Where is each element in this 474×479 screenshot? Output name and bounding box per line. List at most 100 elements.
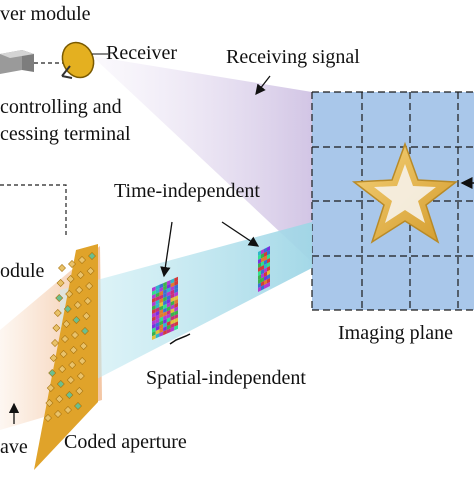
pattern-cell <box>261 249 264 255</box>
pattern-cell <box>267 246 270 252</box>
imaging-plane-label: Imaging plane <box>338 322 453 344</box>
pattern-cell <box>261 257 264 263</box>
aperture-element <box>79 342 88 350</box>
aperture-element <box>69 346 78 354</box>
pattern-cell <box>155 321 160 328</box>
aperture-element <box>56 279 65 287</box>
aperture-element <box>82 312 91 320</box>
pattern-cell <box>159 312 164 319</box>
coded-aperture-panel <box>34 244 98 470</box>
aperture-element <box>66 376 75 384</box>
pattern-cell <box>258 282 261 288</box>
aperture-element <box>58 264 66 272</box>
pattern-cell <box>159 309 164 315</box>
pattern-cell <box>174 313 178 320</box>
pattern-cell <box>152 316 156 322</box>
pattern-cell <box>155 288 160 294</box>
pattern-cell <box>174 295 178 301</box>
aperture-element <box>45 399 54 407</box>
aperture-element <box>52 324 61 332</box>
pattern-cell <box>258 266 261 272</box>
transmit-beam-cyan <box>60 222 312 398</box>
aperture-element <box>78 256 86 264</box>
time-arrow-left <box>160 221 173 278</box>
pattern-cell <box>155 284 160 291</box>
pattern-cell <box>261 253 264 259</box>
dish-antenna-icon <box>61 41 95 79</box>
pattern-cell <box>261 285 264 291</box>
pattern-cell <box>174 325 178 331</box>
aperture-element <box>59 350 68 358</box>
pattern-cell <box>155 299 160 305</box>
aperture-element <box>56 380 65 388</box>
aperture-element <box>88 252 96 260</box>
pattern-cell <box>258 254 261 260</box>
pattern-cell <box>152 323 156 329</box>
aperture-element <box>86 267 95 275</box>
pattern-cell <box>159 283 164 289</box>
pattern-cell <box>264 279 267 285</box>
pattern-cell <box>261 281 264 287</box>
pattern-cell <box>152 334 156 340</box>
pattern-cell <box>152 327 156 333</box>
pattern-cell <box>264 275 267 281</box>
pattern-cell <box>166 283 171 290</box>
pattern-cell <box>166 320 171 327</box>
aperture-element <box>76 271 85 279</box>
pattern-cell <box>155 303 160 309</box>
coded-aperture-label: Coded aperture <box>64 431 187 453</box>
pattern-cell <box>261 265 264 271</box>
aperture-element <box>58 365 67 373</box>
aperture-element <box>48 369 57 377</box>
pattern-cell <box>174 280 178 286</box>
pattern-cell <box>258 250 261 256</box>
pattern-cell <box>264 251 267 257</box>
pattern-cell <box>163 303 167 310</box>
wave-label: ave <box>0 436 28 458</box>
aperture-element <box>75 387 84 395</box>
pattern-cell <box>163 315 167 321</box>
pattern-cell <box>166 317 171 323</box>
pattern-cell <box>261 261 264 267</box>
pattern-cell <box>155 295 160 302</box>
pattern-cell <box>152 304 156 311</box>
aperture-element <box>51 339 59 347</box>
pattern-cell <box>163 292 167 299</box>
aperture-element <box>44 414 52 422</box>
receiving-signal-arrow <box>255 75 271 96</box>
pattern-cell <box>152 319 156 326</box>
pattern-cell <box>152 308 156 314</box>
pattern-cell <box>170 304 175 310</box>
pattern-cell <box>264 283 267 289</box>
pattern-cell <box>163 289 167 295</box>
imaging-plane-grid <box>311 91 474 311</box>
pattern-cell <box>174 321 178 327</box>
aperture-element <box>62 320 71 328</box>
pattern-cell <box>267 266 270 272</box>
pattern-cell <box>163 296 167 302</box>
aperture-element <box>81 327 89 335</box>
aperture-element <box>66 275 75 283</box>
spatial-bracket <box>169 333 191 345</box>
aperture-element <box>63 305 72 313</box>
aperture-element <box>76 372 85 380</box>
pattern-cell <box>174 317 178 323</box>
pattern-cell <box>155 329 160 335</box>
pattern-cell <box>166 309 171 316</box>
pattern-cell <box>264 271 267 277</box>
pattern-cell <box>155 292 160 298</box>
aperture-element <box>61 335 69 343</box>
pattern-cell <box>174 276 178 283</box>
pattern-cell <box>155 325 160 331</box>
aperture-element <box>65 290 74 298</box>
pattern-cell <box>159 294 164 300</box>
pattern-cell <box>155 314 160 320</box>
pattern-cell <box>163 311 167 317</box>
pattern-cell <box>163 300 167 306</box>
pattern-cell <box>264 267 267 273</box>
star-target-icon <box>351 141 459 244</box>
pattern-cell <box>152 301 156 307</box>
pattern-cell <box>155 333 160 339</box>
